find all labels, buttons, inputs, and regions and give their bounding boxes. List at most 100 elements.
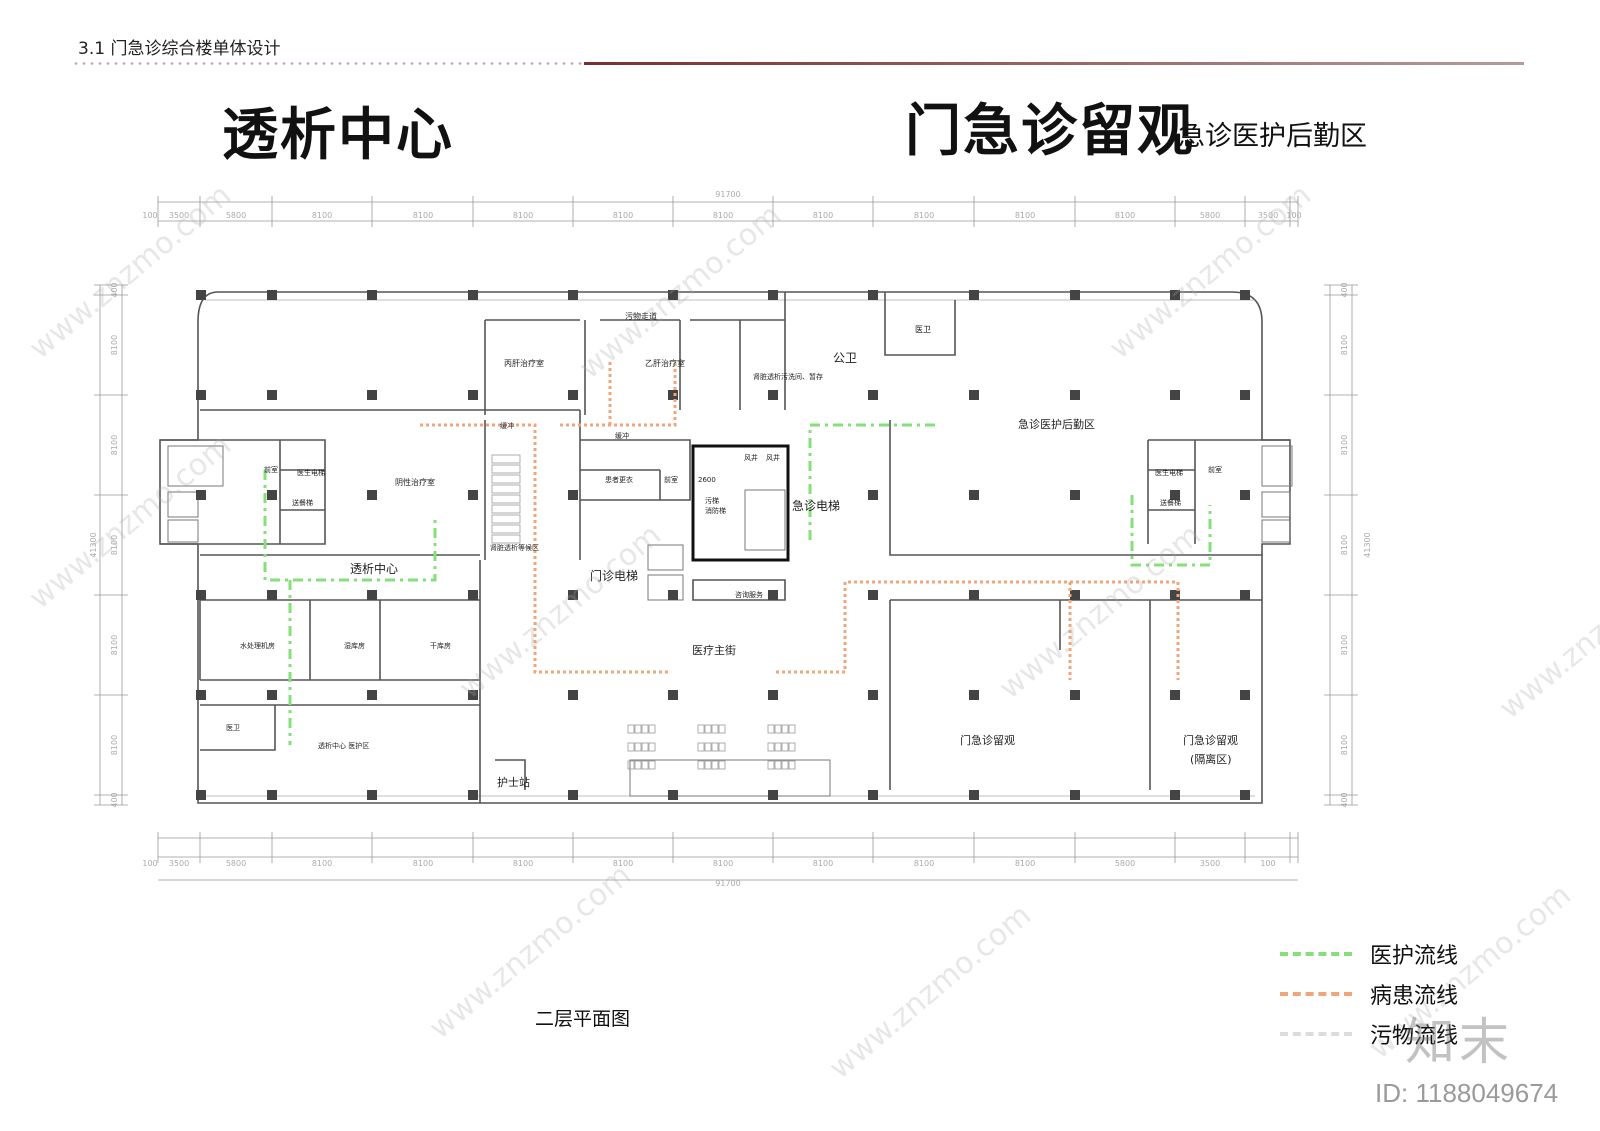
column [668,290,678,300]
seat [634,760,642,770]
seat [491,454,521,464]
column [1070,390,1080,400]
seat [774,742,782,752]
legend-item: 病患流线 [1280,978,1458,1010]
seat [704,760,712,770]
column [196,490,206,500]
column [367,590,377,600]
label-buffer-small: 缓冲 [500,421,514,430]
column [367,290,377,300]
seat [491,514,521,524]
column [196,690,206,700]
column [196,390,206,400]
label-doctor-lift-right: 医生电梯 [1155,468,1183,477]
column [1240,590,1250,600]
bottom-dimension-value: 8100 [914,859,934,868]
top-dimension-value: 8100 [813,211,833,220]
label-wet-storage: 湿库房 [344,641,365,650]
column [1240,290,1250,300]
seat [641,724,649,734]
column [1240,690,1250,700]
label-reception-mid: 前室 [664,475,678,484]
top-dimension-value: 8100 [312,211,332,220]
label-meal-lift-right: 送餐梯 [1160,498,1181,507]
label-outpatient-lift: 门诊电梯 [590,568,638,583]
column [468,290,478,300]
svg-text:www.znzmo.com: www.znzmo.com [1103,178,1318,367]
left-dimension-total: 41300 [89,532,98,557]
column [468,490,478,500]
stairs-and-lifts [167,445,1293,797]
seat [491,524,521,534]
top-dimension-value: 5800 [226,211,246,220]
label-fire-lift: 消防梯 [705,506,726,515]
top-dimension-chain [99,201,1353,881]
bottom-dimension-value: 8100 [613,859,633,868]
room-labels: 污物走道 丙肝治疗室 乙肝治疗室 肾脏透析污洗间、暂存 公卫 医卫 阴性治疗室 … [226,311,1238,789]
label-meal-lift-left: 送餐梯 [292,498,313,507]
column [969,690,979,700]
seat [767,760,775,770]
label-medical-street: 医疗主街 [692,643,736,657]
column [1070,790,1080,800]
top-dimension-value: 5800 [1200,211,1220,220]
column [1070,490,1080,500]
right-title: 门急诊留观 [905,99,1195,164]
label-negative-treatment: 阴性治疗室 [395,477,435,487]
label-changing: 患者更衣 [605,475,633,484]
bottom-dimension-value: 8100 [813,859,833,868]
label-reception-right: 前室 [1208,465,1222,474]
seat [718,760,726,770]
column [868,290,878,300]
seat [767,742,775,752]
seat [781,742,789,752]
seat [697,760,705,770]
column [1170,590,1180,600]
column [1070,690,1080,700]
seat [718,724,726,734]
right-dimension-value: 8100 [1340,735,1349,755]
column [868,390,878,400]
column [367,390,377,400]
top-dimension-value: 100 [142,211,157,220]
label-buffer: 缓冲 [615,431,629,440]
seat [491,474,521,484]
column [668,590,678,600]
seat [627,742,635,752]
dimension-labels: 100 3500 5800 8100 8100 8100 8100 8100 8100 8100 8… [89,190,1372,888]
seat [774,760,782,770]
top-dimension-total: 91700 [715,190,740,199]
seat [704,742,712,752]
left-dimension-value: 8100 [110,735,119,755]
label-dirty-corridor: 污物走道 [625,311,657,321]
column [868,490,878,500]
column [468,590,478,600]
label-emergency-lift: 急诊电梯 [792,498,840,513]
svg-text:www.znzmo.com: www.znzmo.com [1493,538,1600,727]
top-dimension-value: 8100 [713,211,733,220]
seat [634,742,642,752]
plan-caption: 二层平面图 [535,1008,631,1030]
label-wind-shaft: 风井 [766,453,780,462]
column [668,790,678,800]
right-dimension-value: 8100 [1340,635,1349,655]
header-solid-rule [584,62,1524,65]
column [768,390,778,400]
seat [704,724,712,734]
seat [711,760,719,770]
legend-swatch [1280,952,1352,956]
column [468,790,478,800]
column [568,490,578,500]
bottom-dimension-value: 100 [1260,859,1275,868]
right-dimension-value: 400 [1340,792,1349,807]
column [568,390,578,400]
seat [711,742,719,752]
column [196,290,206,300]
svg-text:www.znzmo.com: www.znzmo.com [823,898,1038,1087]
seat [648,742,656,752]
seat [788,760,796,770]
top-dimension-value: 8100 [413,211,433,220]
label-doctor-toilet: 医卫 [915,325,931,334]
top-dimension-value: 3500 [169,211,189,220]
label-nurse-station: 护士站 [497,775,530,789]
